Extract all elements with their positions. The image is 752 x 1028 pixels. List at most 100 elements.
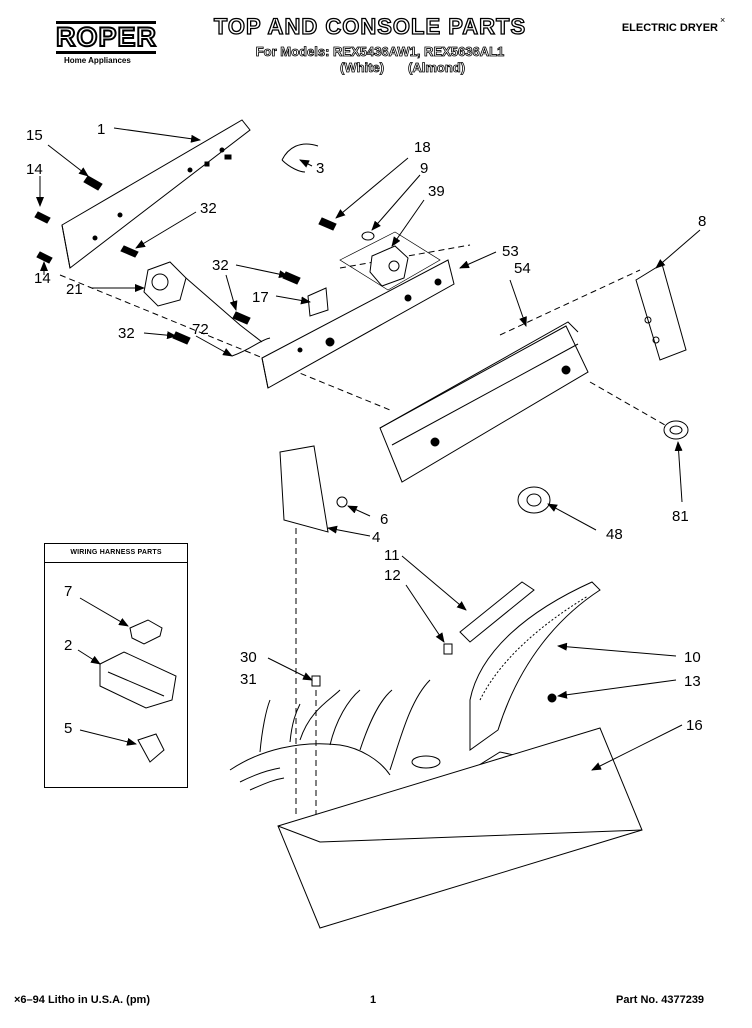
leader-line-48 (547, 503, 597, 531)
clip-5 (137, 733, 165, 763)
callout-53: 53 (502, 243, 519, 260)
callout-31: 31 (240, 671, 257, 688)
leader-line-15 (47, 144, 89, 177)
inset-divider (45, 562, 187, 563)
lint-screen-10 (469, 581, 601, 751)
clip-30 (311, 675, 321, 687)
footer-part-number: Part No. 4377239 (616, 994, 705, 1006)
leader-line-16 (591, 724, 683, 771)
bracket-17 (307, 287, 329, 317)
callout-32-b: 32 (212, 257, 229, 274)
leader-line-2 (77, 649, 101, 665)
callout-81: 81 (672, 508, 689, 525)
color-almond-label: (Almond) (408, 60, 466, 76)
washer-9 (361, 231, 375, 241)
timer-21 (143, 261, 263, 343)
callout-2: 2 (64, 637, 72, 654)
callout-18: 18 (414, 139, 431, 156)
dryer-top-16 (277, 727, 643, 929)
leader-line-9 (371, 174, 421, 231)
harness-72 (231, 337, 271, 357)
logo-wordmark: ROPER (55, 22, 158, 52)
screw-18 (318, 217, 337, 231)
screw-14-lower (36, 251, 53, 264)
connector-block-2 (99, 651, 177, 709)
leader-line-7 (79, 597, 129, 627)
screw-15 (83, 175, 103, 191)
callout-13: 13 (684, 673, 701, 690)
lint-cover-11 (459, 581, 535, 643)
leader-line-17 (275, 295, 311, 305)
leader-line-30 (267, 657, 313, 681)
callout-6: 6 (380, 511, 388, 528)
callout-10: 10 (684, 649, 701, 666)
roper-logo: ROPER Home Appliances (55, 20, 164, 65)
control-panel-bracket (61, 119, 251, 269)
callout-4: 4 (372, 529, 380, 546)
callout-39: 39 (428, 183, 445, 200)
leader-line-8 (655, 229, 701, 269)
callout-12: 12 (384, 567, 401, 584)
callout-21: 21 (66, 281, 83, 298)
screw-14-upper (34, 211, 51, 224)
callout-11: 11 (384, 547, 400, 564)
callout-32-a: 32 (200, 200, 217, 217)
color-white-label: (White) (340, 60, 385, 76)
callout-8: 8 (698, 213, 706, 230)
knob-81 (663, 420, 689, 440)
end-cap-4 (279, 445, 329, 533)
leader-line-11 (401, 555, 467, 611)
page-title: TOP AND CONSOLE PARTS (213, 13, 527, 39)
wire-lead-3 (281, 143, 319, 173)
screw-6 (336, 496, 348, 508)
leader-line-1 (113, 127, 201, 143)
leader-line-4 (327, 525, 371, 537)
screw-32-d (172, 331, 191, 345)
wiring-harness-31 (229, 679, 431, 791)
screw-32-b (282, 271, 301, 285)
leader-line-12 (405, 584, 445, 643)
wiring-harness-inset: WIRING HARNESS PARTS (44, 543, 188, 788)
leader-line-54 (509, 279, 527, 327)
callout-3: 3 (316, 160, 324, 177)
leader-line-3 (299, 159, 313, 168)
callout-5: 5 (64, 720, 72, 737)
callout-14-lower: 14 (34, 270, 51, 287)
leader-line-39 (391, 199, 425, 247)
logo-rule-bottom (56, 51, 156, 54)
leader-line-72 (195, 335, 233, 357)
logo-rule-top (56, 21, 156, 24)
connector-7 (129, 619, 163, 645)
end-cap-8 (635, 263, 687, 361)
callout-7: 7 (64, 583, 72, 600)
footer-page-number: 1 (370, 994, 377, 1006)
models-line: For Models: REX5436AW1, REX5636AL1 (255, 44, 505, 60)
callout-32-c: 32 (118, 325, 135, 342)
callout-9: 9 (420, 160, 428, 177)
leader-line-81 (674, 441, 683, 503)
document-type: ELECTRIC DRYER (621, 22, 718, 34)
leader-line-32c (225, 274, 238, 311)
assembly-dash-line (499, 269, 641, 336)
footer-litho: ×6–94 Litho in U.S.A. (pm) (14, 994, 150, 1006)
leader-line-32a (135, 211, 197, 249)
assembly-dash-line (589, 381, 666, 426)
screw-32-a (120, 245, 139, 258)
leader-line-13 (557, 679, 677, 699)
leader-line-5 (79, 729, 137, 746)
callout-72: 72 (192, 321, 209, 338)
callout-14-upper: 14 (26, 161, 43, 178)
control-panel-53 (261, 259, 455, 389)
logo-subtitle: Home Appliances (64, 56, 131, 65)
knob-48 (517, 486, 551, 514)
header-mark: × (720, 15, 726, 25)
screw-13 (547, 693, 557, 703)
leader-line-32d (143, 331, 177, 340)
callout-48: 48 (606, 526, 623, 543)
leader-line-32b (235, 264, 289, 279)
assembly-dash-line (339, 244, 471, 269)
leader-line-18 (335, 157, 409, 219)
leader-line-53 (459, 251, 497, 269)
leader-line-10 (557, 642, 677, 657)
